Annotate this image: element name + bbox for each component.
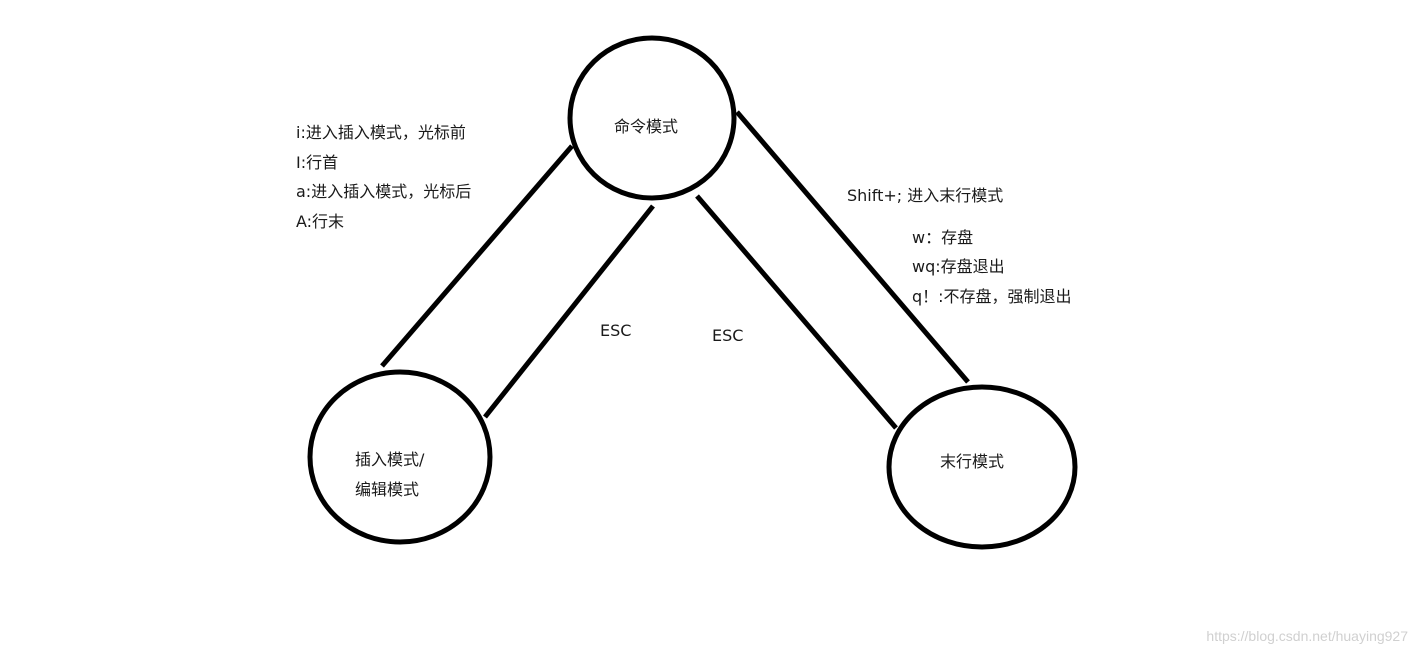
esc-label-right: ESC xyxy=(712,326,744,345)
command-mode-circle xyxy=(567,35,737,201)
edge-lastline-to-command-esc xyxy=(695,194,898,430)
shift-semicolon-label: Shift+; 进入末行模式 xyxy=(847,186,1004,205)
insert-note-i: i:进入插入模式，光标前 xyxy=(296,123,466,142)
insert-note-A: A:行末 xyxy=(296,212,345,231)
edge-command-to-lastline xyxy=(735,110,970,384)
edge-insert-to-command-esc xyxy=(483,204,655,419)
lastline-note-q: q！:不存盘，强制退出 xyxy=(912,287,1072,306)
watermark-text: https://blog.csdn.net/huaying927 xyxy=(1206,628,1408,644)
lastline-note-w: w：存盘 xyxy=(912,228,974,247)
insert-mode-label-line2: 编辑模式 xyxy=(355,480,420,499)
insert-mode-circle xyxy=(307,369,493,545)
insert-note-a: a:进入插入模式，光标后 xyxy=(296,182,472,201)
insert-note-I: I:行首 xyxy=(296,153,339,172)
insert-mode-label-line1: 插入模式/ xyxy=(355,450,425,469)
esc-label-left: ESC xyxy=(600,321,632,340)
command-mode-label: 命令模式 xyxy=(614,117,679,136)
edge-command-to-insert xyxy=(380,144,574,368)
last-line-mode-circle xyxy=(886,384,1078,550)
lastline-note-wq: wq:存盘退出 xyxy=(912,257,1005,276)
last-line-mode-label: 末行模式 xyxy=(940,452,1005,471)
